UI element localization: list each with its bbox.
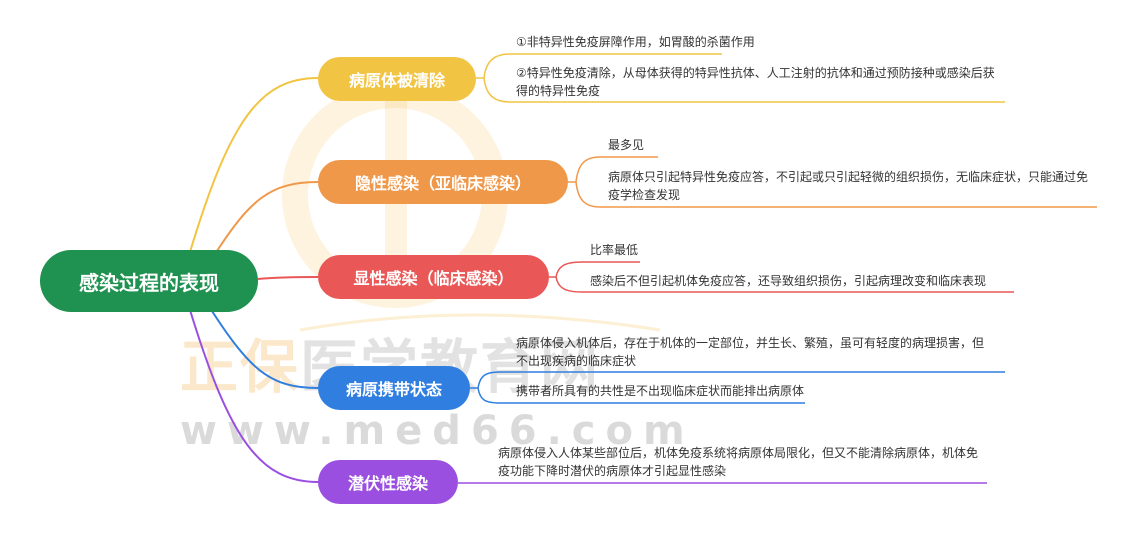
connector-b4 — [209, 307, 319, 389]
branch-carrier-state[interactable]: 病原携带状态 — [318, 366, 470, 410]
connector-b5 — [189, 309, 319, 483]
leaf-b2-2[interactable]: 病原体只引起特异性免疫应答，不引起或只引起轻微的组织损伤，无临床症状，只能通过免… — [608, 170, 1089, 202]
leaf-b4-1[interactable]: 病原体侵入机体后，存在于机体的一定部位，并生长、繁殖，虽可有轻度的病理损害，但不… — [516, 336, 985, 368]
connector-b1 — [189, 77, 319, 253]
branch-pathogen-cleared[interactable]: 病原体被清除 — [318, 57, 476, 101]
leaf-b1-2[interactable]: ②特异性免疫清除，从母体获得的特异性抗体、人工注射的抗体和通过预防接种或感染后获… — [516, 66, 995, 98]
leaf-b2-1[interactable]: 最多见 — [608, 138, 645, 152]
leaf-b1-1[interactable]: ①非特异性免疫屏障作用，如胃酸的杀菌作用 — [516, 35, 755, 49]
root-node[interactable]: 感染过程的表现 — [40, 250, 258, 312]
branch-subclinical-infection[interactable]: 隐性感染（亚临床感染） — [318, 160, 568, 204]
leaf-b3-2[interactable]: 感染后不但引起机体免疫应答，还导致组织损伤，引起病理改变和临床表现 — [590, 274, 987, 288]
leaf-b3-1[interactable]: 比率最低 — [590, 243, 639, 257]
leaf-b5-1[interactable]: 病原体侵入人体某些部位后，机体免疫系统将病原体局限化，但又不能清除病原体，机体免… — [498, 446, 979, 478]
branch-latent-infection[interactable]: 潜伏性感染 — [318, 460, 458, 504]
connector-b2 — [214, 181, 319, 255]
connector-b3 — [257, 276, 319, 280]
leaf-b4-2[interactable]: 携带者所具有的共性是不出现临床症状而能排出病原体 — [516, 384, 805, 398]
branch-clinical-infection[interactable]: 显性感染（临床感染） — [318, 255, 549, 299]
